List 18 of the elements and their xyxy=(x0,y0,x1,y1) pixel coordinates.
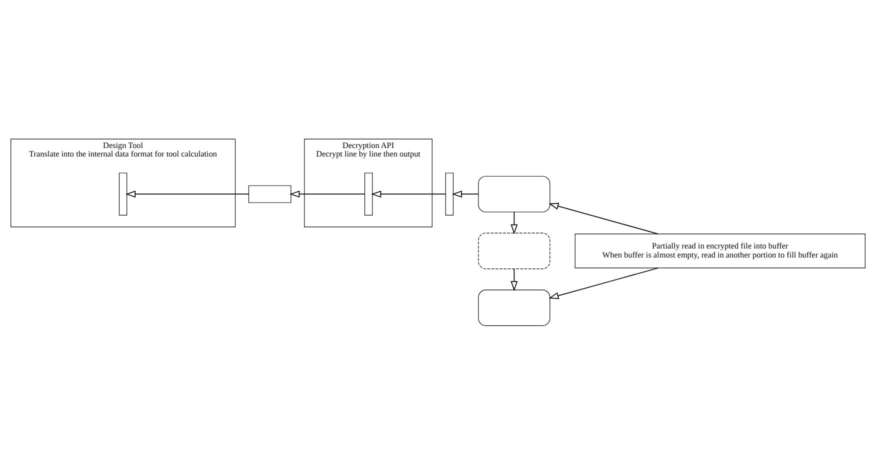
arrow xyxy=(510,212,518,234)
arrow xyxy=(510,268,518,292)
node-box xyxy=(248,185,292,203)
node-box xyxy=(478,176,550,212)
cluster: Design Tool Translate into the internal data format for tool calculation xyxy=(10,138,236,228)
arrow xyxy=(290,190,366,198)
node-bar xyxy=(364,172,373,216)
arrow xyxy=(548,202,659,234)
arrow xyxy=(126,190,250,198)
cluster: Decryption API Decrypt line by line then output xyxy=(304,138,432,228)
node-bar xyxy=(118,172,128,216)
node-box: Partially read in encrypted file into buffer When buffer is almost empty, read in another portion to fill buffer again xyxy=(574,234,866,268)
node-bar xyxy=(445,172,454,216)
arrow xyxy=(371,190,446,198)
node-box xyxy=(478,290,550,326)
arrow xyxy=(548,268,659,300)
arrow xyxy=(452,190,479,198)
node-box xyxy=(478,232,550,270)
